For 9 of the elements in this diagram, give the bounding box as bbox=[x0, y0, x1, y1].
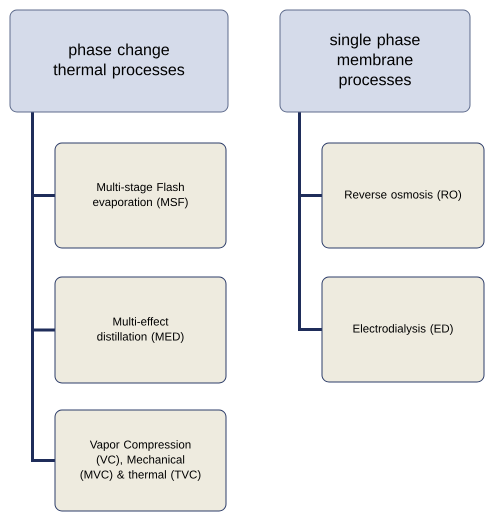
process-box: Vapor Compression (VC), Mechanical (MVC) & thermal (TVC) bbox=[54, 410, 226, 512]
process-box: Reverse osmosis (RO) bbox=[322, 142, 484, 248]
category-box: single phase membrane processes bbox=[280, 10, 470, 112]
category-box: phase change thermal processes bbox=[10, 10, 228, 112]
process-box: Electrodialysis (ED) bbox=[322, 276, 484, 382]
process-box: Multi-stage Flash evaporation (MSF) bbox=[54, 142, 226, 248]
connector-line bbox=[298, 112, 322, 331]
connector-line bbox=[31, 112, 54, 462]
process-box: Multi-effect distillation (MED) bbox=[54, 276, 226, 384]
